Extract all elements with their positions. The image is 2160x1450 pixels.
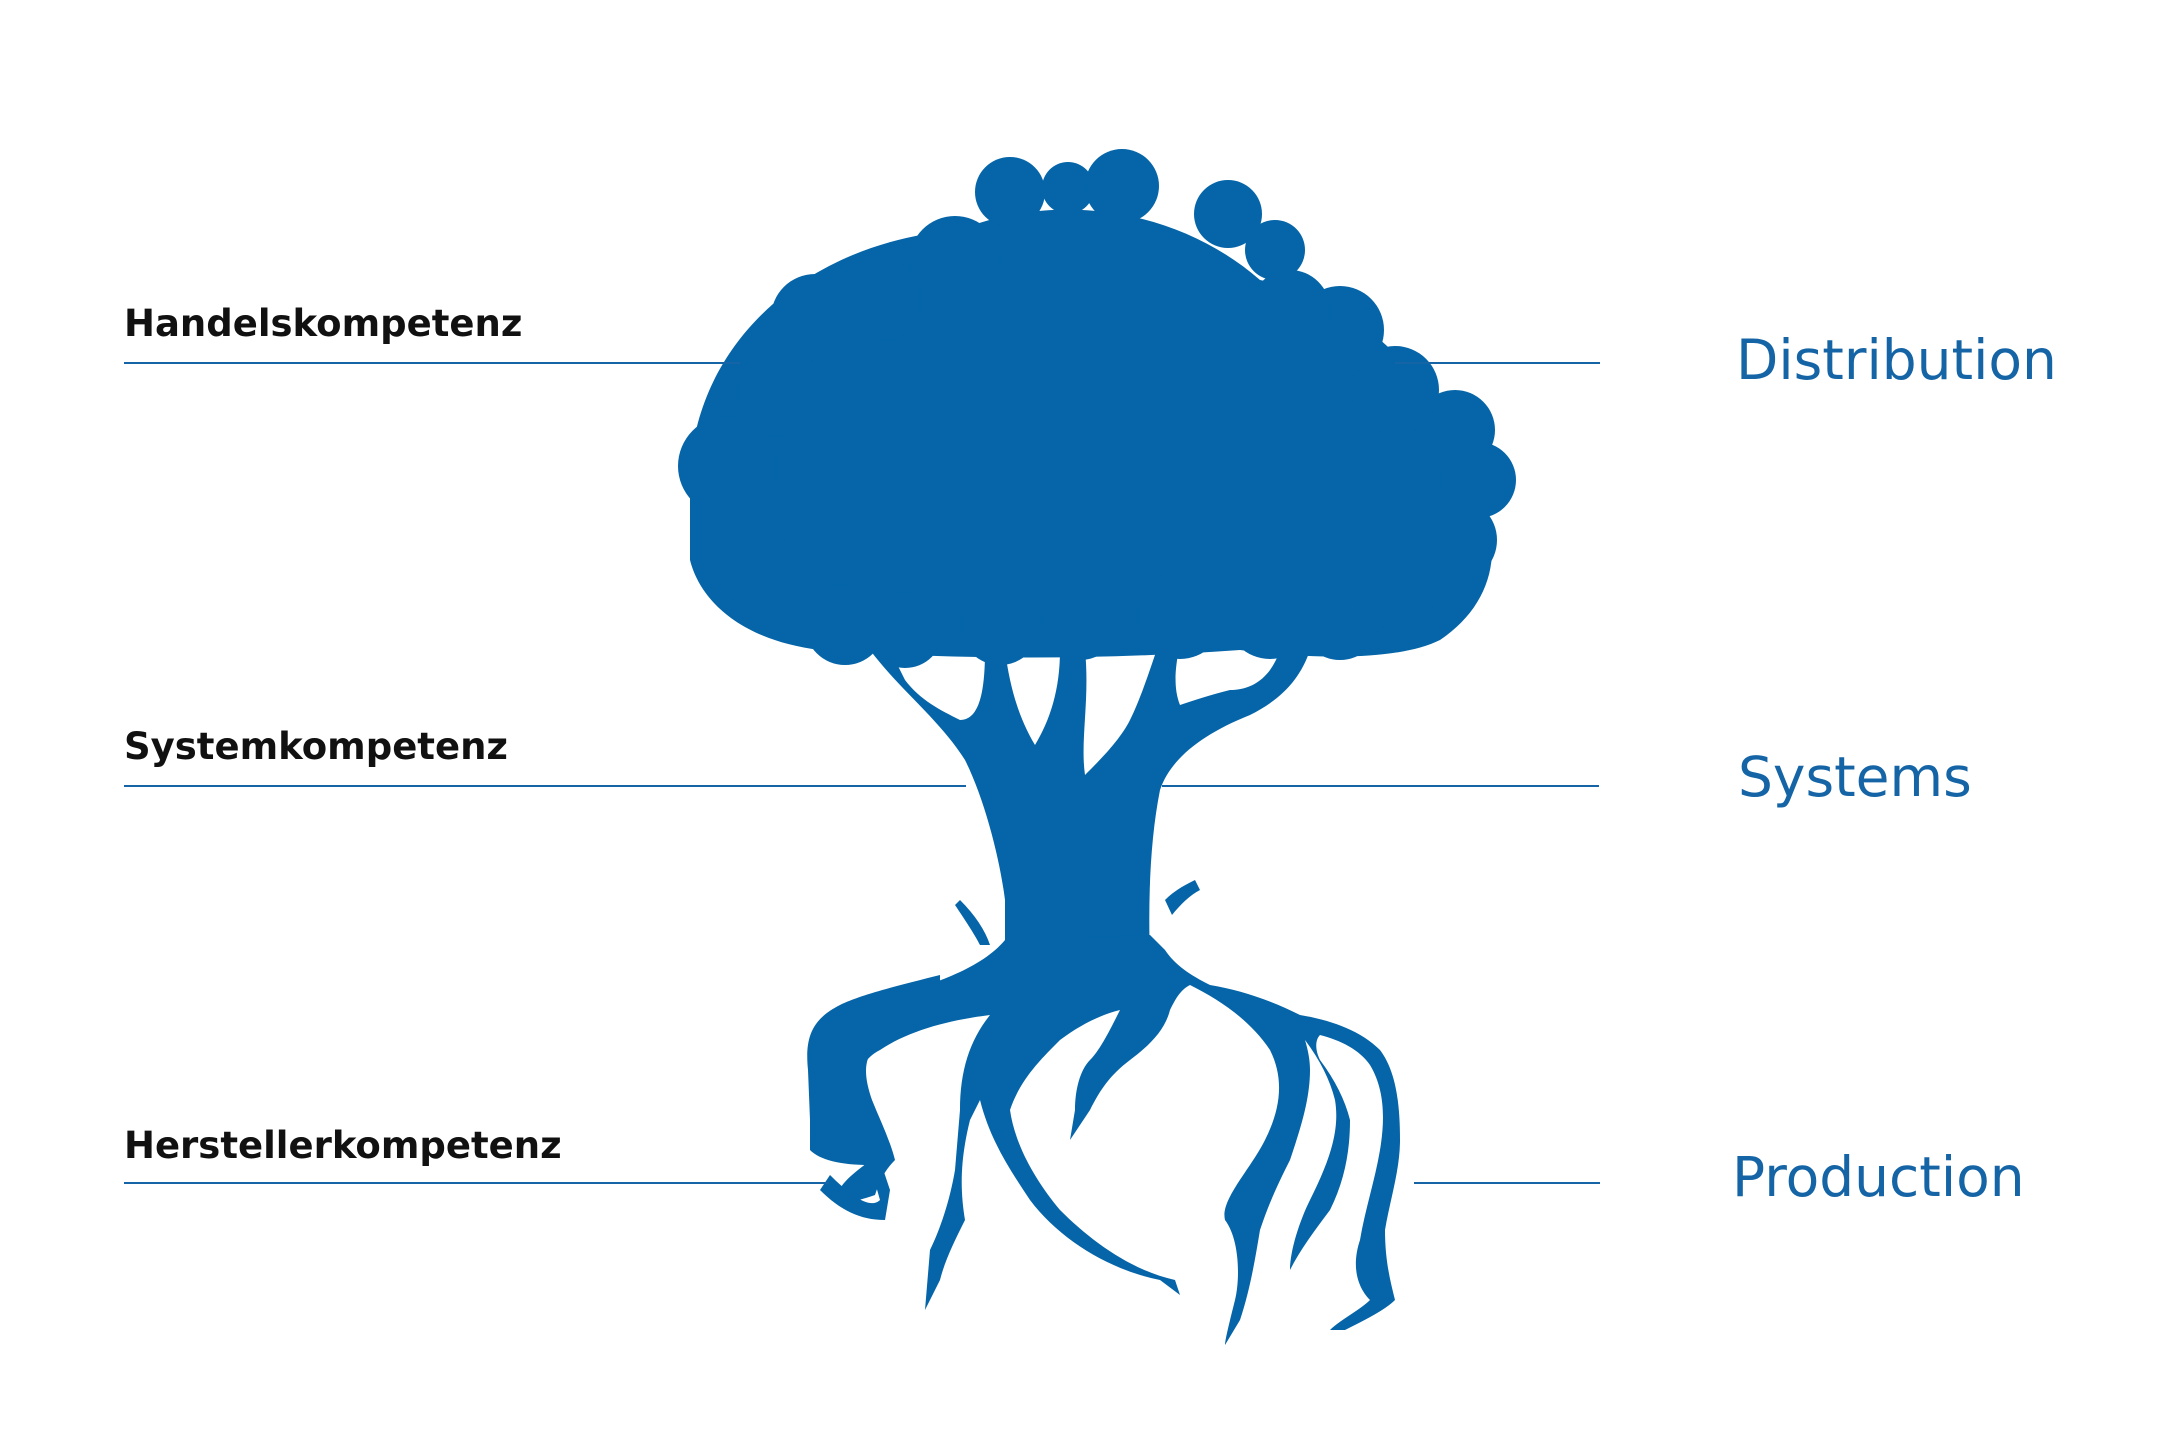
label-systemkompetenz: Systemkompetenz bbox=[124, 725, 508, 768]
tree-crown bbox=[678, 149, 1516, 668]
label-handelskompetenz: Handelskompetenz bbox=[124, 302, 523, 345]
rule-left-2 bbox=[124, 785, 966, 787]
rule-right-3 bbox=[1414, 1182, 1600, 1184]
tree-trunk bbox=[807, 640, 1400, 1345]
label-distribution: Distribution bbox=[1736, 328, 2057, 392]
label-herstellerkompetenz: Herstellerkompetenz bbox=[124, 1124, 562, 1167]
rule-left-3 bbox=[124, 1182, 829, 1184]
rule-left-1 bbox=[124, 362, 740, 364]
label-systems: Systems bbox=[1738, 745, 1972, 809]
rule-right-2 bbox=[1162, 785, 1599, 787]
label-production: Production bbox=[1732, 1145, 2025, 1209]
rule-right-1 bbox=[1395, 362, 1600, 364]
